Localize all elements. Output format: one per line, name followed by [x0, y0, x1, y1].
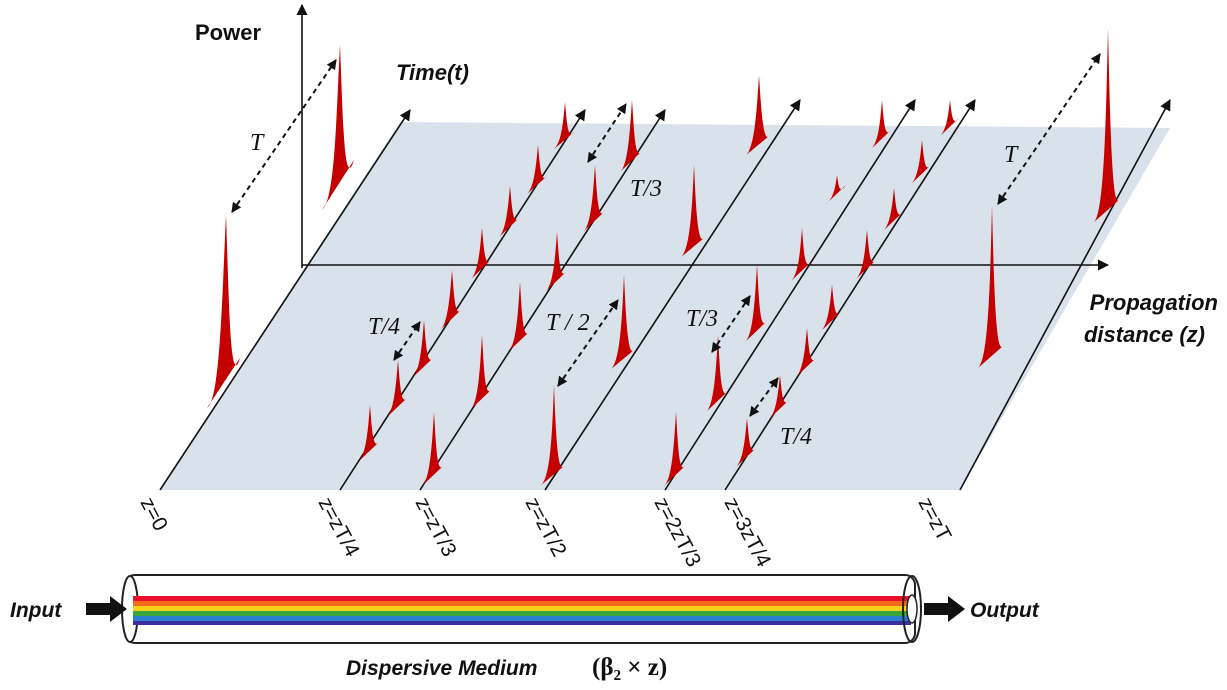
time-label: Time(t) [396, 60, 469, 85]
time-line-z13 [419, 109, 666, 491]
pulse [680, 165, 704, 258]
period-arrow-z14 [393, 321, 421, 361]
pulse [870, 100, 891, 150]
period-arrow-z34 [749, 377, 779, 417]
output-label: Output [970, 599, 1040, 622]
pulse [207, 215, 240, 408]
pulse [422, 412, 443, 486]
power-label: Power [195, 20, 261, 45]
pulse [498, 186, 519, 238]
pulse [1094, 28, 1119, 222]
position-label-z34: z=3zT/4 [720, 494, 776, 572]
period-label-z13: T/3 [630, 176, 662, 202]
pulse [706, 335, 727, 412]
period-arrow-z0 [231, 59, 337, 213]
pulse [412, 320, 433, 378]
fiber-outlet-core [906, 594, 918, 624]
period-arrow-z23 [711, 295, 751, 353]
time-line-z14 [339, 109, 586, 491]
position-label-z23: z=2zT/3 [650, 494, 706, 571]
pulses [207, 28, 1119, 486]
fiber-core-green [133, 611, 911, 616]
period-arrow-zT [997, 53, 1101, 205]
period-arrow-z13 [587, 103, 627, 163]
time-line-z0 [159, 109, 411, 491]
pulse [825, 175, 846, 205]
position-label-z14: z=zT/4 [314, 494, 364, 561]
position-label-z13: z=zT/3 [411, 494, 461, 561]
time-lines [159, 99, 1171, 491]
position-label-zT: z=zT [914, 494, 956, 546]
fiber-core-blue [133, 616, 911, 621]
pulse [358, 405, 379, 462]
pulse [790, 228, 811, 282]
position-label-z0: z=0 [136, 494, 172, 535]
fiber [121, 574, 922, 644]
pulse [470, 335, 491, 410]
pulse [540, 385, 564, 486]
period-label-z34: T/4 [780, 424, 812, 450]
time-line-z12 [544, 99, 801, 491]
pulse [795, 328, 816, 378]
time-line-z23 [664, 99, 916, 491]
input-label: Input [10, 599, 62, 622]
fiber-outlet [902, 575, 922, 643]
pulse [735, 418, 756, 468]
pulse [820, 285, 841, 332]
fiber-core-violet [133, 621, 911, 625]
time-line-zT [959, 99, 1171, 491]
pulse [322, 45, 354, 210]
period-label-z12: T / 2 [546, 310, 590, 336]
pulse [910, 140, 931, 185]
pulse [583, 165, 604, 232]
medium-formula: (β₂ × z) [592, 654, 667, 681]
time-line-z34 [724, 99, 976, 491]
pulse [440, 270, 461, 330]
propagation-label-2: distance (z) [1084, 322, 1205, 347]
fiber-core-yellow [133, 606, 911, 611]
period-label-z0: T [250, 130, 265, 156]
pulse [938, 100, 959, 138]
input-arrow [86, 596, 127, 622]
pulse [978, 205, 1003, 368]
pulse [855, 230, 876, 280]
pulse [553, 102, 574, 150]
position-label-z12: z=zT/2 [521, 494, 571, 561]
pulse [526, 145, 547, 195]
pulse [386, 360, 407, 418]
pulse [882, 188, 903, 232]
pulse [470, 228, 491, 280]
propagation-label-1: Propagation [1090, 290, 1218, 315]
period-label-z14: T/4 [368, 314, 400, 340]
pulse [664, 412, 685, 486]
period-label-zT: T [1004, 142, 1019, 168]
pulse [745, 75, 769, 156]
pulse [508, 282, 529, 352]
period-label-z23: T/3 [686, 306, 718, 332]
pulse [745, 265, 766, 342]
fiber-core-orange [133, 601, 911, 606]
pulse [620, 100, 641, 172]
pulse [545, 232, 566, 292]
medium-label: Dispersive Medium [346, 657, 537, 680]
pulse [610, 275, 634, 370]
output-arrow [924, 596, 965, 622]
fiber-core-red [133, 596, 911, 601]
